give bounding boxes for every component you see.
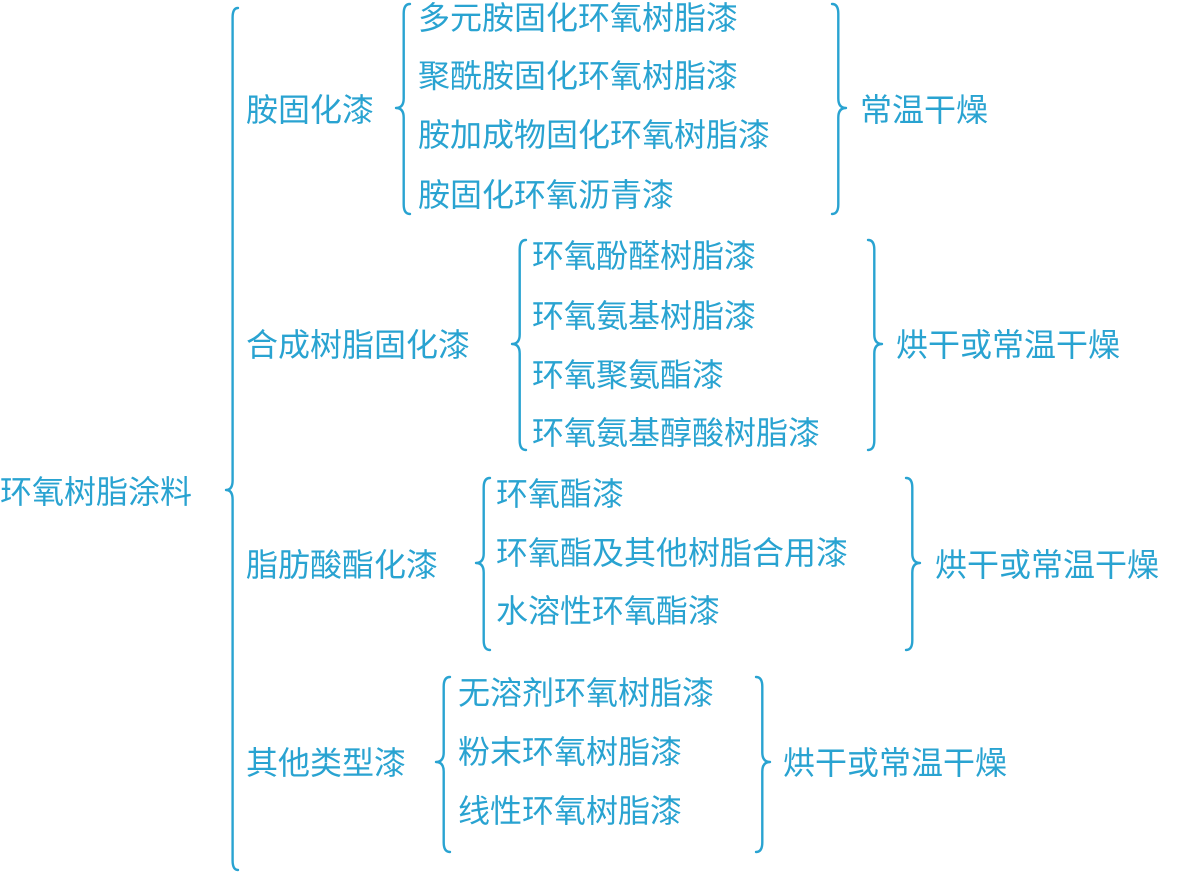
group-item: 无溶剂环氧树脂漆	[458, 674, 715, 712]
group-brace-4	[434, 675, 452, 854]
group-item: 水溶性环氧酯漆	[496, 592, 721, 630]
root-label: 环氧树脂涂料	[0, 473, 193, 511]
group-name: 其他类型漆	[246, 744, 407, 782]
drying-method: 烘干或常温干燥	[896, 326, 1121, 364]
drying-method: 烘干或常温干燥	[935, 546, 1160, 584]
drying-method: 常温干燥	[860, 91, 989, 129]
close-brace-1	[830, 2, 848, 216]
group-item: 多元胺固化环氧树脂漆	[418, 0, 739, 37]
group-name: 胺固化漆	[246, 91, 375, 129]
group-item: 环氧聚氨酯漆	[532, 356, 725, 394]
group-brace-3	[474, 476, 492, 652]
group-name: 脂肪酸酯化漆	[246, 546, 439, 584]
close-brace-4	[754, 675, 772, 854]
group-name: 合成树脂固化漆	[246, 326, 471, 364]
group-item: 聚酰胺固化环氧树脂漆	[418, 57, 739, 95]
group-brace-1	[394, 2, 412, 216]
group-item: 线性环氧树脂漆	[458, 792, 683, 830]
close-brace-3	[904, 476, 922, 652]
group-brace-2	[510, 238, 528, 452]
close-brace-2	[866, 238, 884, 452]
group-item: 环氧氨基树脂漆	[532, 297, 757, 335]
group-item: 胺固化环氧沥青漆	[418, 176, 675, 214]
group-item: 环氧氨基醇酸树脂漆	[532, 414, 821, 452]
group-item: 环氧酚醛树脂漆	[532, 237, 757, 275]
group-item: 胺加成物固化环氧树脂漆	[418, 116, 771, 154]
drying-method: 烘干或常温干燥	[783, 744, 1008, 782]
group-item: 粉末环氧树脂漆	[458, 733, 683, 771]
group-item: 环氧酯漆	[496, 475, 625, 513]
group-item: 环氧酯及其他树脂合用漆	[496, 534, 849, 572]
root-brace	[224, 6, 240, 872]
